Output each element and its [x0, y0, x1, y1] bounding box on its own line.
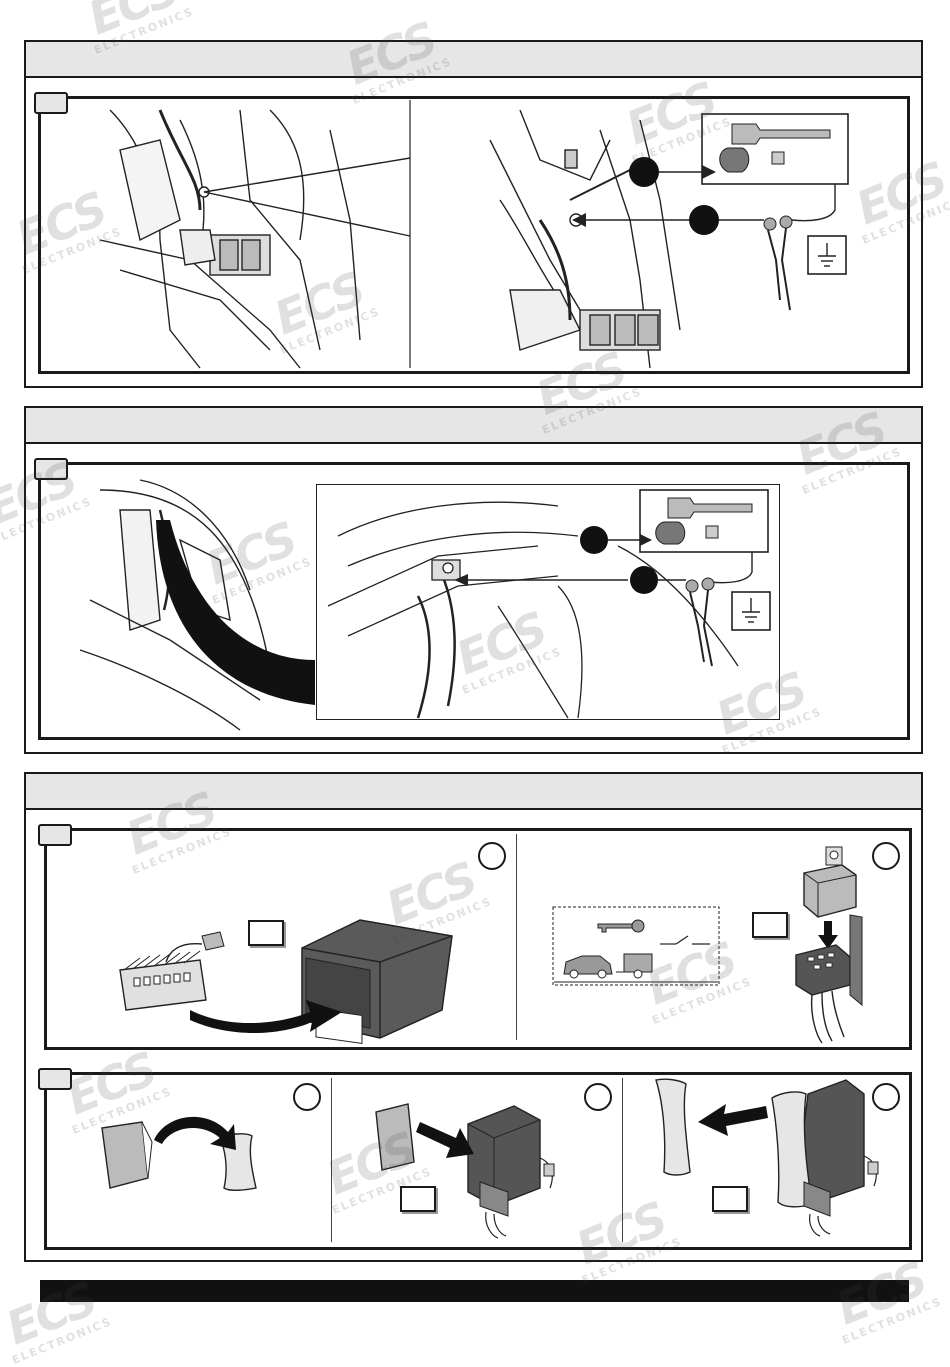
step-4-pad-label-box-2: [712, 1186, 748, 1212]
step-1-ground-point-closeup: [489, 109, 849, 369]
step-1-car-interior-drawing: [99, 100, 411, 369]
watermark-brand: ECS: [80, 0, 186, 46]
substep-3a-circle: [478, 842, 506, 870]
step-3-connector-module-drawing: [119, 919, 453, 1044]
substep-4a-circle: [293, 1083, 321, 1111]
substep-3b-circle: [872, 842, 900, 870]
step-4-divider-2: [622, 1078, 623, 1242]
step-4-attach-pad-drawing: [375, 1103, 555, 1239]
step-2-trunk-drawing: [79, 479, 315, 731]
step-1-number-box: [34, 92, 68, 114]
section-2-header: [26, 408, 921, 444]
step-3-number-box: [38, 824, 72, 846]
substep-4b-circle: [584, 1083, 612, 1111]
substep-4c-circle: [872, 1083, 900, 1111]
step-2-ground-point-closeup: [327, 489, 771, 719]
step-4-divider-1: [331, 1078, 332, 1242]
step-4-number-box: [38, 1068, 72, 1090]
step-3-circuit-diagram: [552, 906, 720, 986]
step-3-relay-drawing: [795, 846, 863, 1044]
step-2-number-box: [34, 458, 68, 480]
watermark-subtitle: ELECTRONICS: [840, 1294, 945, 1347]
step-4-peel-pad-drawing: [101, 1116, 257, 1191]
step-3-panel: [44, 828, 912, 1050]
step-3-divider: [516, 834, 517, 1040]
footer-bar: [40, 1280, 909, 1302]
step-4-pad-label-box-1: [400, 1186, 436, 1212]
step-3-relay-label-box: [752, 912, 788, 938]
section-1-header: [26, 42, 921, 78]
section-3-header: [26, 774, 921, 810]
step-4-remove-film-drawing: [655, 1078, 879, 1237]
watermark-subtitle: ELECTRONICS: [10, 1314, 115, 1367]
step-3-module-label-box: [248, 920, 284, 946]
